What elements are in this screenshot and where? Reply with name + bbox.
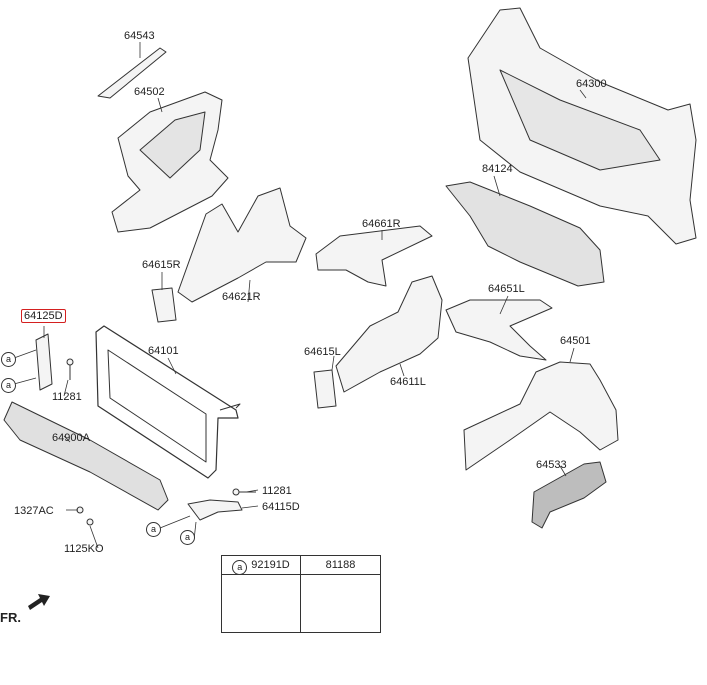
part-64501-shape [463, 361, 619, 471]
legend-part-81188[interactable]: 81188 [301, 556, 380, 575]
legend-col-81188: 81188 [301, 556, 380, 632]
front-direction-arrow-icon [28, 594, 50, 610]
part-64543-shape [97, 47, 167, 99]
legend-part-92191D[interactable]: 92191D [251, 559, 290, 571]
part-64300-label[interactable]: 64300 [576, 78, 607, 90]
part-64661R-label[interactable]: 64661R [362, 218, 401, 230]
part-64125D-label[interactable]: 64125D [21, 309, 66, 323]
part-64101-shape [95, 325, 239, 479]
part-64125D-shape [35, 333, 53, 391]
part-1327AC-label[interactable]: 1327AC [14, 505, 54, 517]
part-64615R-label[interactable]: 64615R [142, 259, 181, 271]
part-64115D-shape [187, 499, 243, 521]
part-64651L-shape [445, 299, 553, 361]
part-11281-label-b[interactable]: 11281 [262, 485, 292, 497]
legend-marker-a: a [232, 560, 248, 575]
part-64611L-shape [335, 275, 443, 393]
callout-a-2: a [1, 378, 16, 393]
part-64621R-shape [177, 187, 307, 303]
part-64651L-label[interactable]: 64651L [488, 283, 525, 295]
part-84124-shape [445, 181, 605, 287]
callout-a-4: a [180, 530, 195, 545]
part-11281-label-a[interactable]: 11281 [52, 391, 82, 403]
part-64661R-shape [315, 225, 433, 287]
part-64501-label[interactable]: 64501 [560, 335, 591, 347]
part-64502-label[interactable]: 64502 [134, 86, 165, 98]
part-64611L-label[interactable]: 64611L [390, 376, 426, 388]
part-64101-label[interactable]: 64101 [148, 345, 179, 357]
part-64615L-shape [313, 369, 337, 409]
part-64533-label[interactable]: 64533 [536, 459, 567, 471]
part-64533-shape [531, 461, 607, 529]
part-64115D-label[interactable]: 64115D [262, 501, 300, 513]
part-1125KO-label[interactable]: 1125KO [64, 543, 104, 555]
part-64543-label[interactable]: 64543 [124, 30, 155, 42]
part-64615L-label[interactable]: 64615L [304, 346, 341, 358]
callout-a-1: a [1, 352, 16, 367]
part-64900A-shape [3, 401, 169, 511]
front-direction-label: FR. [0, 610, 21, 625]
part-64615R-shape [151, 287, 177, 323]
part-64900A-label[interactable]: 64900A [52, 432, 90, 444]
part-84124-label[interactable]: 84124 [482, 163, 513, 175]
callout-a-3: a [146, 522, 161, 537]
part-64621R-label[interactable]: 64621R [222, 291, 261, 303]
